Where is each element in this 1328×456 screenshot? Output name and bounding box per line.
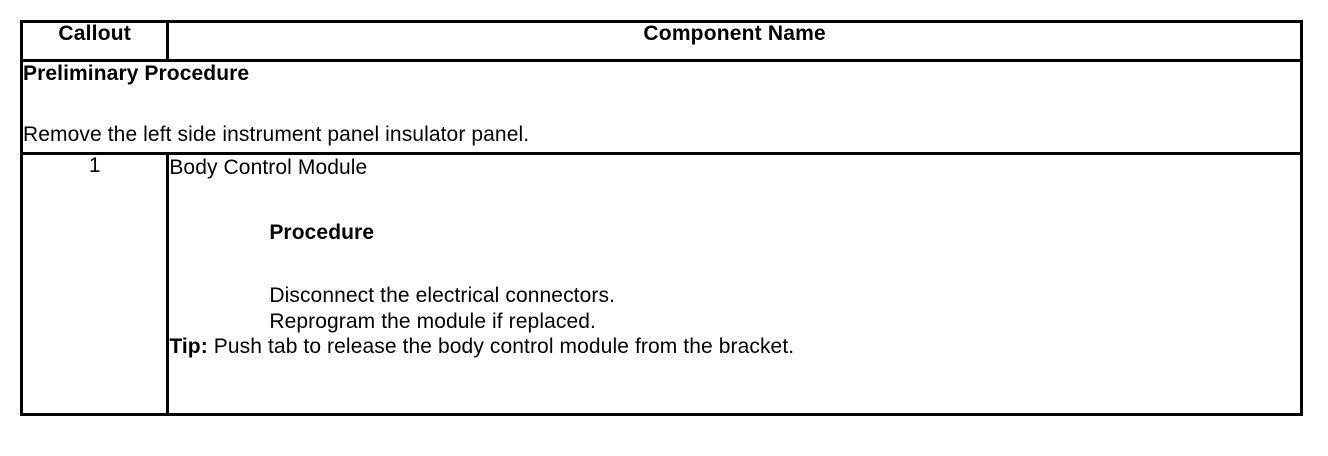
procedure-step-1: Disconnect the electrical connectors.: [269, 284, 616, 308]
detail-spacer-mid: [169, 245, 1300, 283]
procedure-step-2: Reprogram the module if replaced.: [269, 309, 596, 333]
preliminary-spacer: [23, 87, 1300, 123]
table-row: 1 Body Control Module Procedure Disconne…: [19, 152, 1303, 416]
procedure-heading: Procedure: [269, 221, 375, 245]
callout-number: 1: [88, 154, 101, 177]
tip-text: Push tab to release the body control mod…: [207, 334, 795, 358]
preliminary-procedure-title: Preliminary Procedure: [23, 62, 250, 85]
preliminary-procedure-text: Remove the left side instrument panel in…: [23, 122, 530, 146]
detail-spacer-top: [169, 180, 1300, 220]
header-cell-callout: Callout: [19, 20, 170, 62]
preliminary-procedure-cell: Preliminary Procedure Remove the left si…: [20, 59, 1303, 155]
callout-number-cell: 1: [19, 152, 170, 416]
component-callout-table: Callout Component Name Preliminary Proce…: [19, 20, 1303, 416]
header-label-callout: Callout: [58, 22, 131, 45]
table-body: Preliminary Procedure Remove the left si…: [19, 59, 1303, 416]
table-header: Callout Component Name: [19, 20, 1303, 62]
header-label-component-name: Component Name: [643, 22, 826, 45]
preliminary-procedure-row: Preliminary Procedure Remove the left si…: [20, 59, 1303, 155]
component-name-text: Body Control Module: [169, 156, 368, 179]
tip-label: Tip:: [169, 334, 208, 358]
header-row: Callout Component Name: [19, 20, 1303, 62]
component-detail-cell: Body Control Module Procedure Disconnect…: [166, 152, 1303, 416]
header-cell-component-name: Component Name: [166, 20, 1303, 62]
procedure-tip: Tip: Push tab to release the body contro…: [169, 334, 1300, 359]
